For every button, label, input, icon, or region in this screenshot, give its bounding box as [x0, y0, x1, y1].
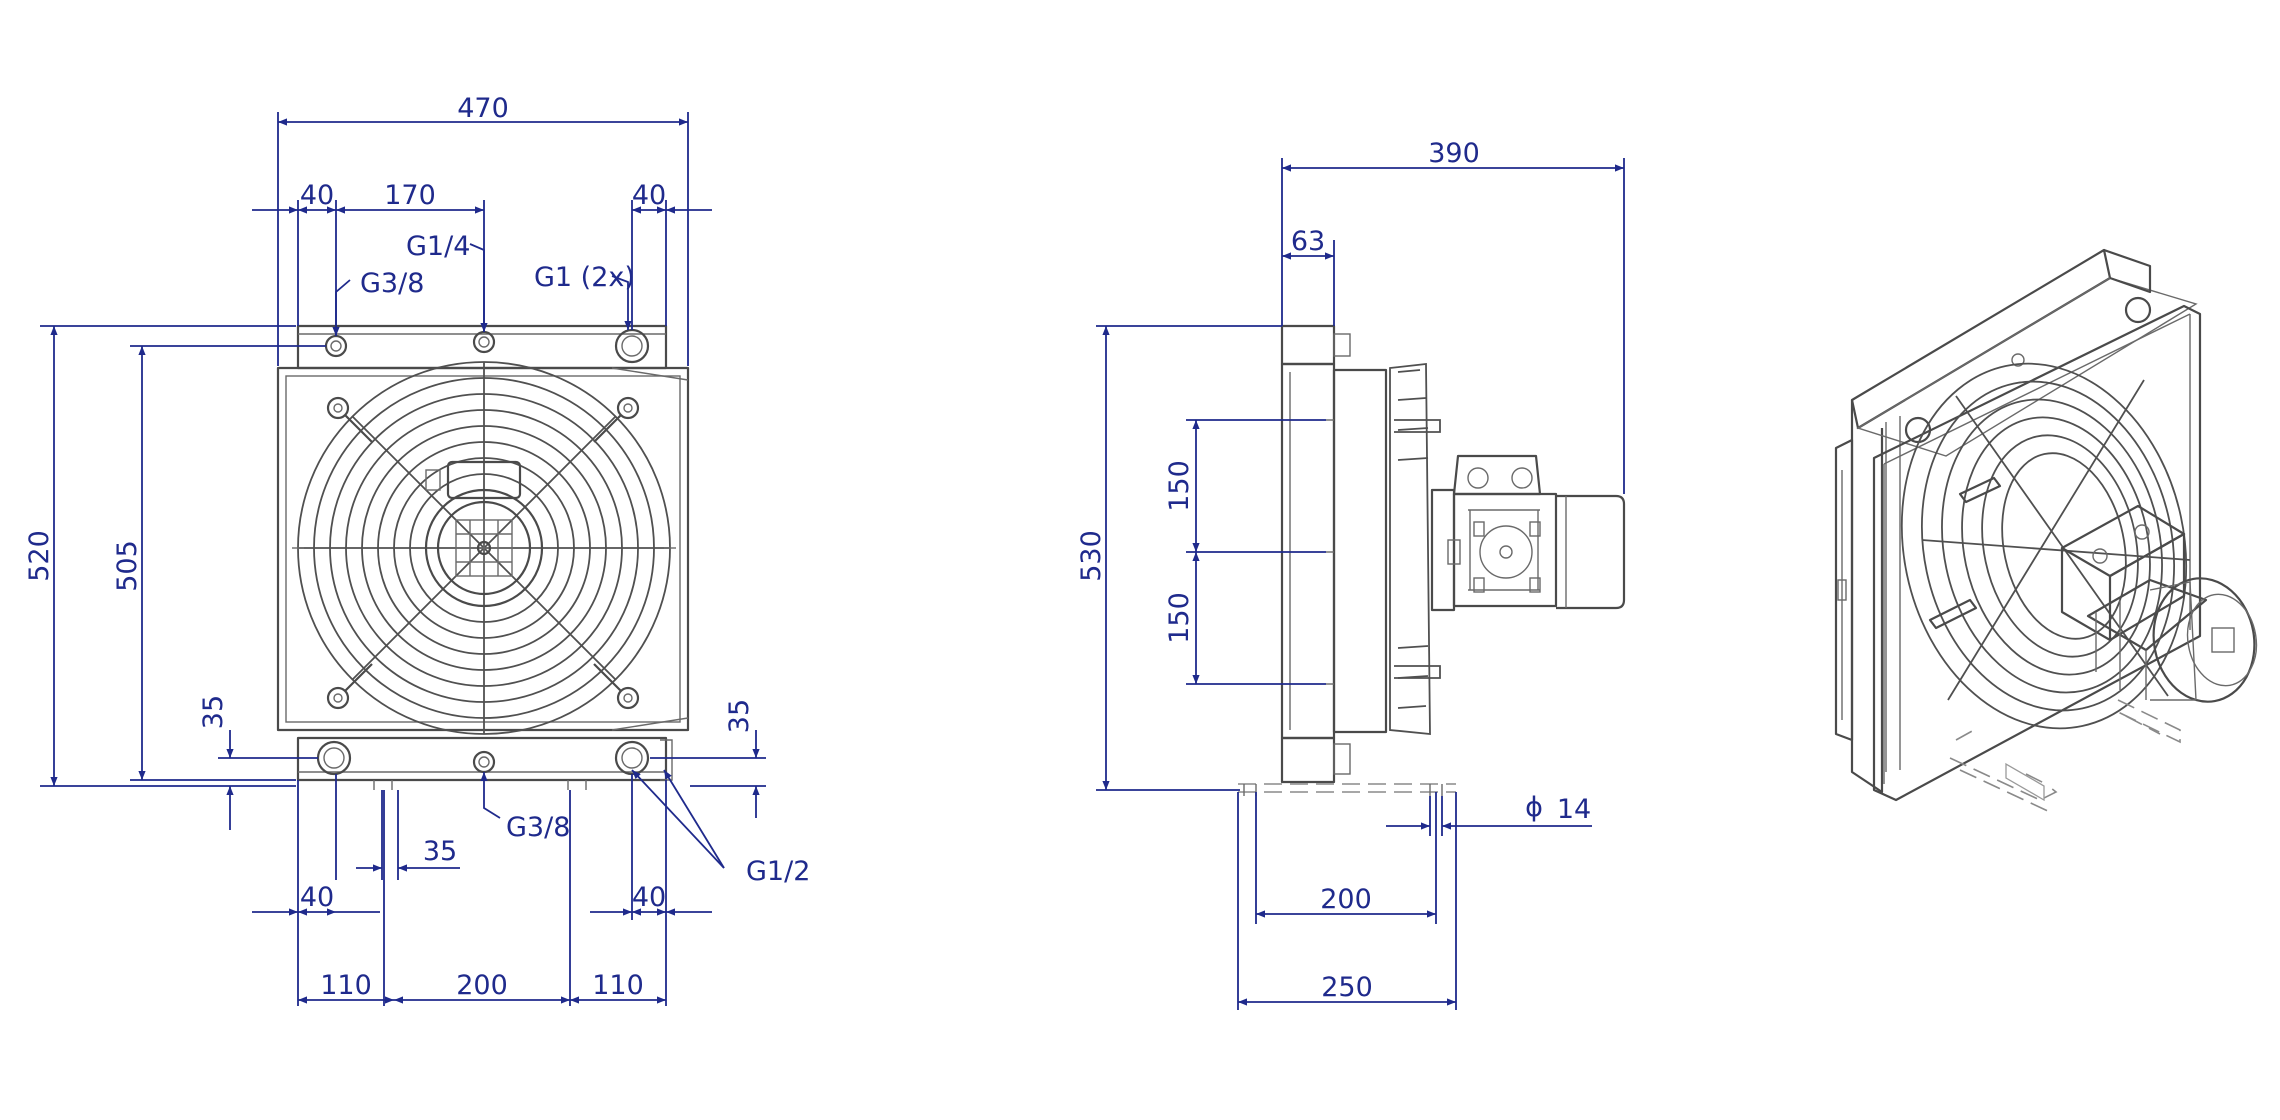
cooler-core	[276, 366, 690, 732]
dim-margin-left: 40	[300, 180, 334, 211]
bottom-manifold	[296, 736, 668, 782]
dim-depth-core: 63	[1291, 226, 1325, 257]
iso-front-frame	[1872, 304, 2202, 802]
side-top-manifold	[1280, 324, 1336, 366]
side-dimensions: 390 63 530 150 150 ϕ 14 200 250	[1076, 138, 1625, 1010]
front-view	[276, 324, 690, 790]
dim-foot-offset: 35	[423, 836, 457, 867]
dim-width-total: 470	[457, 93, 509, 124]
label-port-bottom-mid: G3/8	[506, 812, 570, 843]
dim-height-side: 530	[1076, 530, 1107, 582]
hole-symbol: ϕ	[1525, 792, 1543, 823]
dim-offset-left: 35	[198, 695, 229, 729]
dim-bottom-margin-right: 40	[632, 882, 666, 913]
dim-foot-inner: 200	[1320, 884, 1372, 915]
iso-motor	[2060, 504, 2258, 703]
dim-mount-right: 110	[592, 970, 644, 1001]
dim-margin-right: 40	[632, 180, 666, 211]
dim-height-total: 520	[24, 530, 55, 582]
motor-hub	[424, 460, 544, 608]
label-port-top-large: G1 (2x)	[534, 262, 635, 293]
side-frame	[1332, 368, 1388, 734]
label-port-top-small: G3/8	[360, 268, 424, 299]
dim-port-spacing: 170	[384, 180, 436, 211]
isometric-view	[1834, 248, 2258, 813]
iso-feet	[1949, 699, 2181, 813]
ports	[316, 328, 650, 776]
dim-bottom-margin-left: 40	[300, 882, 334, 913]
side-motor	[1430, 454, 1626, 612]
dim-spacing-upper: 150	[1164, 460, 1195, 512]
side-view	[1238, 324, 1626, 796]
label-port-top-mid: G1/4	[406, 231, 470, 262]
dim-hole-diameter: 14	[1557, 794, 1591, 825]
front-dimensions: 470 40 170 40 G3/8 G1/4 G1 (2x) 520 505 …	[24, 93, 810, 1006]
dim-height-inner: 505	[112, 540, 143, 592]
side-bottom-manifold	[1280, 736, 1336, 784]
dim-mount-center: 200	[456, 970, 508, 1001]
label-port-bottom-pair: G1/2	[746, 856, 810, 887]
fan-guard	[292, 361, 676, 735]
side-fan-guard	[1326, 362, 1441, 735]
dim-mount-left: 110	[320, 970, 372, 1001]
dim-depth-total: 390	[1428, 138, 1480, 169]
dim-offset-right: 35	[724, 699, 755, 733]
iso-fan-guard	[1900, 362, 2191, 730]
dim-foot-outer: 250	[1321, 972, 1373, 1003]
iso-top-manifold	[1850, 248, 2112, 430]
mounting-ears	[326, 396, 640, 710]
dim-spacing-lower: 150	[1164, 592, 1195, 644]
